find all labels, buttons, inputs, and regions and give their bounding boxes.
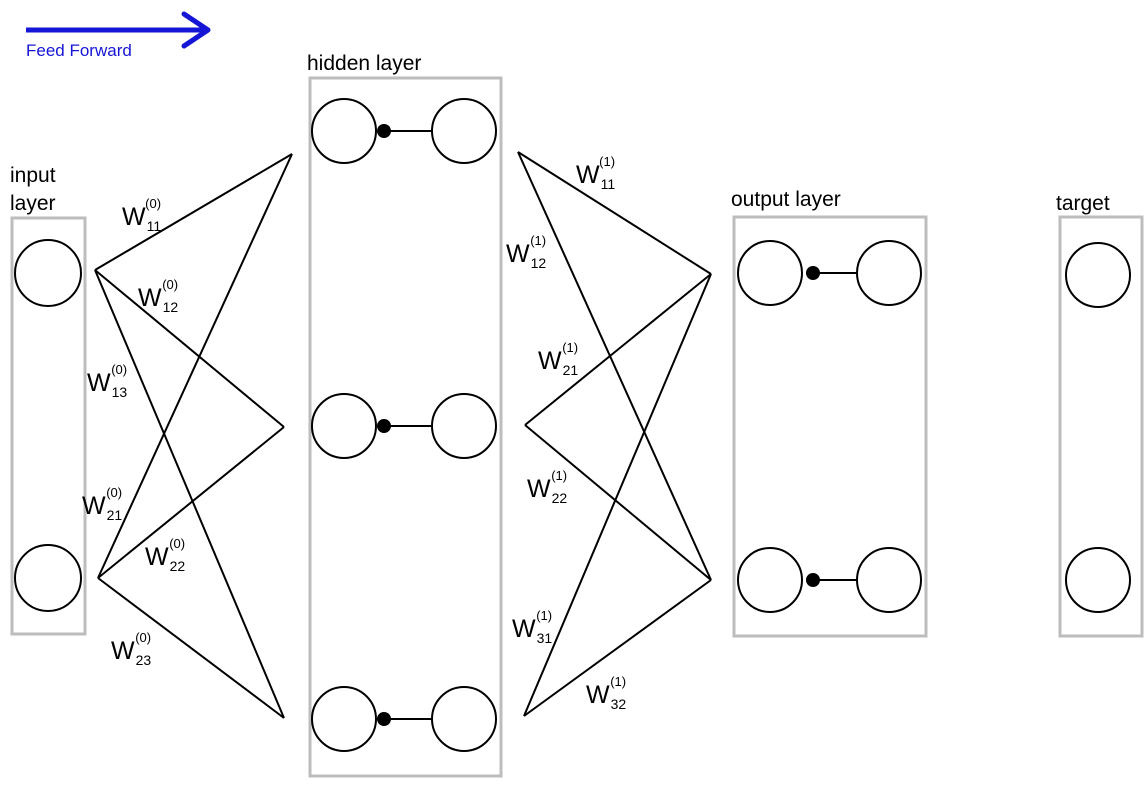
hidden-neuron-3-in <box>311 686 377 752</box>
hidden-neurons <box>311 98 497 752</box>
input-neurons <box>14 239 82 612</box>
activation-dot <box>377 124 391 138</box>
input-neuron-1 <box>14 239 82 307</box>
edge-input2-hidden3 <box>97 577 285 719</box>
edge-input2-hidden2 <box>97 426 285 579</box>
weight-label-w1-12: W12(1) <box>506 233 546 271</box>
output-neuron-1-out <box>856 240 922 306</box>
weight-label-w1-22: W22(1) <box>527 468 567 506</box>
hidden-neuron-2-in <box>311 393 377 459</box>
input-layer-label-line2: layer <box>10 192 56 215</box>
output-neurons <box>737 240 922 613</box>
activation-dot <box>806 573 820 587</box>
hidden-neuron-1-out <box>431 98 497 164</box>
output-neuron-2-out <box>856 547 922 613</box>
edge-hidden3-output2 <box>523 579 712 717</box>
weight-label-w0-12: W12(0) <box>138 277 178 315</box>
target-layer-box <box>1058 215 1144 638</box>
layer-labels: input layer hidden layer output layer ta… <box>10 52 1110 215</box>
hidden-neuron-1-in <box>311 98 377 164</box>
target-neurons <box>1065 242 1131 613</box>
weight-label-w0-21: W21(0) <box>82 485 122 523</box>
arrow-head <box>181 11 211 49</box>
edge-input1-hidden2 <box>94 269 285 428</box>
target-layer-label: target <box>1056 192 1110 215</box>
output-neuron-2-in <box>737 547 803 613</box>
hidden-layer-label: hidden layer <box>307 52 421 75</box>
edge-input1-hidden3 <box>94 269 285 719</box>
weight-labels: W11(0) W12(0) W13(0) W21(0) W22(0) W23(0… <box>82 154 626 712</box>
output-layer-box <box>732 215 928 638</box>
hidden-unit-2 <box>311 393 497 459</box>
feed-forward-label: Feed Forward <box>26 41 132 60</box>
feed-forward-arrow: Feed Forward <box>26 11 211 60</box>
connections <box>94 151 712 719</box>
hidden-unit-1 <box>311 98 497 164</box>
output-layer-label: output layer <box>731 188 841 211</box>
layer-boxes <box>10 76 1144 778</box>
target-neuron-1 <box>1065 242 1131 308</box>
hidden-unit-3 <box>311 686 497 752</box>
weight-label-w0-22: W22(0) <box>145 536 185 574</box>
edge-hidden3-output1 <box>523 273 712 717</box>
output-neuron-1-in <box>737 240 803 306</box>
weight-label-w1-32: W32(1) <box>586 674 626 712</box>
edge-hidden1-output2 <box>517 151 712 581</box>
input-layer-box <box>10 216 87 636</box>
weight-label-w1-11: W11(1) <box>576 154 615 192</box>
input-neuron-2 <box>14 544 82 612</box>
weight-label-w0-13: W13(0) <box>87 362 127 400</box>
activation-dot <box>806 266 820 280</box>
edge-hidden2-output2 <box>524 424 712 581</box>
weight-label-w0-11: W11(0) <box>122 196 161 234</box>
hidden-neuron-2-out <box>431 393 497 459</box>
weight-label-w1-21: W21(1) <box>538 340 578 378</box>
edge-hidden2-output1 <box>524 273 712 426</box>
output-unit-2 <box>737 547 922 613</box>
activation-dot <box>377 419 391 433</box>
edge-hidden1-output1 <box>517 151 712 275</box>
output-unit-1 <box>737 240 922 306</box>
weight-label-w0-23: W23(0) <box>111 630 151 668</box>
edge-input2-hidden1 <box>97 153 293 579</box>
hidden-layer-box <box>308 76 503 778</box>
weight-label-w1-31: W31(1) <box>512 608 552 646</box>
hidden-neuron-3-out <box>431 686 497 752</box>
target-neuron-2 <box>1065 547 1131 613</box>
activation-dot <box>377 712 391 726</box>
edge-input1-hidden1 <box>94 153 293 271</box>
input-layer-label-line1: input <box>10 164 56 187</box>
